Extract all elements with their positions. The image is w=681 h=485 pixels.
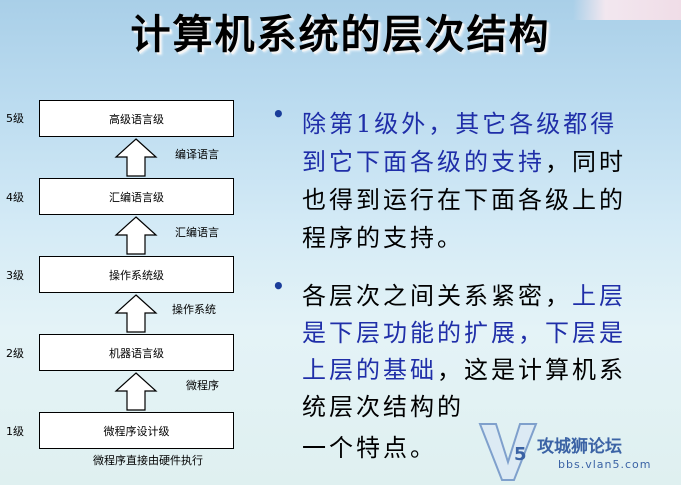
watermark-name: 攻城狮论坛 (537, 437, 622, 457)
watermark: 5 攻城狮论坛 bbs.vlan5.com (478, 418, 678, 484)
bullet-text: 到它下面各级的支持 (302, 148, 545, 176)
bullet-2-line-4: 统层次结构的 (302, 387, 464, 422)
arrow-label-os: 操作系统 (172, 303, 216, 316)
bullet-1-line-4: 程序的支持。 (302, 218, 464, 253)
hierarchy-diagram: 5级 4级 3级 2级 1级 高级语言级 汇编语言级 操作系统级 机器语言级 微… (0, 0, 270, 485)
level-5-label: 5级 (6, 112, 24, 125)
bullet-1-line-1: 除第1级外，其它各级都得 (302, 104, 617, 139)
up-arrow-icon (114, 138, 158, 177)
bullet-1-line-2: 到它下面各级的支持，同时 (302, 142, 626, 177)
bullet-text: 上层的基础 (302, 356, 437, 384)
bullet-text: ，同时 (545, 148, 626, 176)
level-3-box: 操作系统级 (39, 256, 234, 293)
up-arrow-icon (114, 294, 158, 333)
level-3-label: 3级 (6, 269, 24, 282)
level-1-label: 1级 (6, 425, 24, 438)
bullet-text: 是下层功能的扩展，下层是 (302, 319, 626, 347)
level-1-box: 微程序设计级 (39, 412, 234, 449)
arrow-label-assembly: 汇编语言 (175, 226, 219, 239)
bullet-text: 除第1级外，其它各级都得 (302, 110, 618, 138)
watermark-url: bbs.vlan5.com (558, 458, 652, 471)
bullet-text: 上层 (572, 282, 626, 310)
arrow-label-microprogram: 微程序 (186, 379, 219, 392)
bullet-1-line-3: 也得到运行在下面各级上的 (302, 180, 626, 215)
bottom-note: 微程序直接由硬件执行 (93, 454, 203, 467)
bullet-2-line-5: 一个特点。 (302, 428, 437, 463)
up-arrow-icon (114, 216, 158, 255)
v5-logo-icon: 5 (478, 423, 538, 481)
up-arrow-icon (114, 372, 158, 411)
bullet-text: ，这是计算机系 (437, 356, 626, 384)
arrow-label-compile: 编译语言 (175, 148, 219, 161)
bullet-text: 统层次结构的 (302, 393, 464, 421)
bullet-text: 各层次之间关系紧密， (302, 282, 572, 310)
bullet-1-marker: • (272, 102, 285, 126)
level-5-box: 高级语言级 (39, 100, 234, 137)
level-2-label: 2级 (6, 347, 24, 360)
level-4-label: 4级 (6, 191, 24, 204)
slide-title: 计算机系统的层次结构 (130, 12, 551, 58)
bullet-2-marker: • (272, 274, 285, 298)
level-2-box: 机器语言级 (39, 334, 234, 371)
bullet-2-line-2: 是下层功能的扩展，下层是 (302, 313, 626, 348)
svg-text:5: 5 (514, 444, 527, 465)
bullet-text: 程序的支持。 (302, 224, 464, 252)
bullet-text: 也得到运行在下面各级上的 (302, 186, 626, 214)
bullet-2-line-3: 上层的基础，这是计算机系 (302, 350, 626, 385)
bullet-2-line-1: 各层次之间关系紧密，上层 (302, 276, 626, 311)
top-right-decoration (573, 0, 681, 20)
level-4-box: 汇编语言级 (39, 178, 234, 215)
bullet-text: 一个特点。 (302, 434, 437, 462)
